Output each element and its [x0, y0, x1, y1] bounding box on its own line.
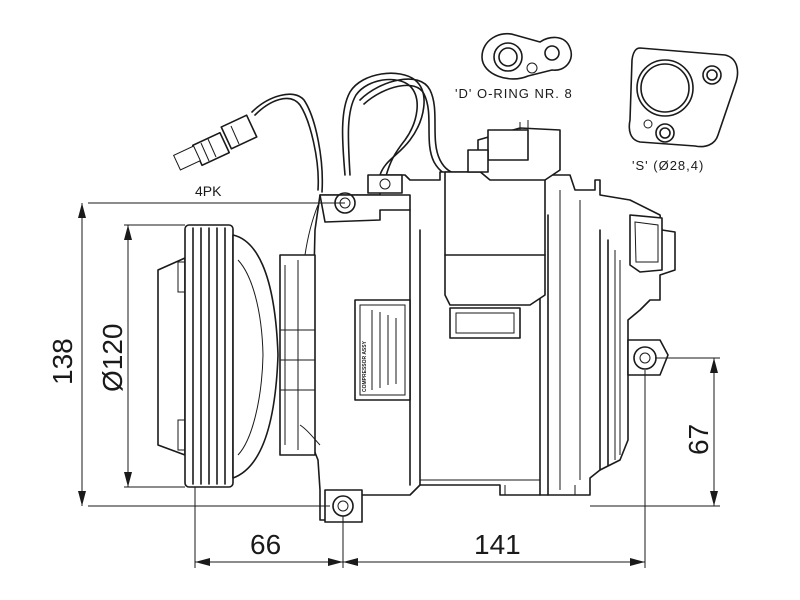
- connector-plug: [172, 114, 258, 171]
- seal-plate-icon: [628, 47, 739, 148]
- pulley: [157, 224, 279, 488]
- dimension-bottom-horizontal: [194, 370, 646, 568]
- height-dimension-label: 138: [47, 338, 78, 385]
- belt-type-label: 4PK: [195, 183, 222, 199]
- body-length-dimension-label: 141: [474, 529, 521, 560]
- o-ring-label: 'D' O-RING NR. 8: [455, 86, 573, 101]
- left-offset-dimension-label: 66: [250, 529, 281, 560]
- compressor-body: [279, 120, 676, 523]
- seal-plate-label: 'S' (Ø28,4): [632, 158, 704, 173]
- nameplate-title: COMPRESSOR ASSY: [362, 340, 368, 392]
- electrical-connector-cable: [251, 72, 485, 193]
- mount-height-label: 67: [683, 424, 714, 455]
- dimension-height-138: [78, 202, 345, 507]
- pulley-diameter-label: Ø120: [97, 324, 128, 393]
- dimension-pulley-diameter: [124, 224, 185, 488]
- d-o-ring-icon: [481, 33, 572, 80]
- compressor-nameplate: COMPRESSOR ASSY: [354, 299, 411, 401]
- dimension-mount-67: [590, 357, 720, 507]
